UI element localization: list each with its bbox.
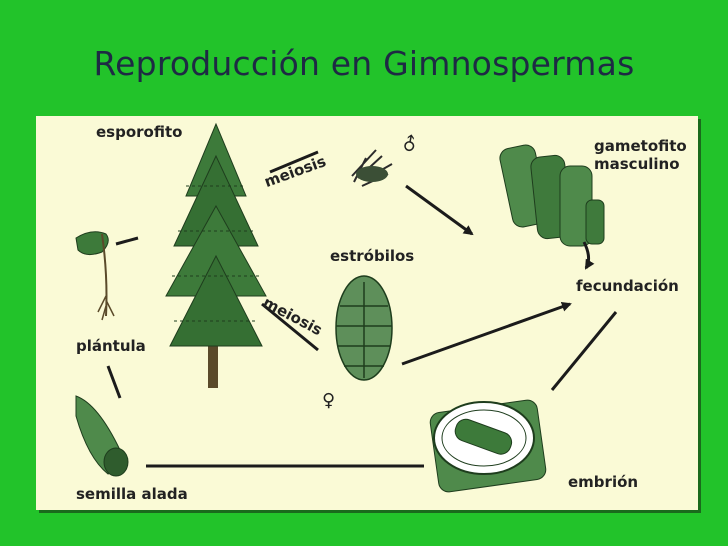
label-female-symbol: ♀ xyxy=(322,390,336,411)
label-esporofito: esporofito xyxy=(96,123,183,141)
label-semilla-alada: semilla alada xyxy=(76,485,188,503)
diagram-panel: esporofito meiosis ♂ gametofito masculin… xyxy=(36,116,698,510)
cycle-arrows xyxy=(106,150,618,468)
male-cone-icon xyxy=(351,149,393,187)
winged-seed-icon xyxy=(75,395,129,477)
slide-title: Reproducción en Gimnospermas xyxy=(93,44,635,83)
arrow-esporofito-to-meiosis-mid xyxy=(261,302,319,352)
label-plantula: plántula xyxy=(76,337,146,355)
arrow-esporofito-to-meiosis xyxy=(269,150,319,174)
arrow-female-cone-to-fecundacion xyxy=(401,301,572,366)
label-masculino: masculino xyxy=(594,155,680,173)
embryo-seed-icon xyxy=(429,399,547,493)
label-estrobilos: estróbilos xyxy=(330,247,415,265)
label-gametofito: gametofito xyxy=(594,137,687,155)
arrow-male-cone-to-gametophyte xyxy=(405,184,474,236)
female-cone-icon xyxy=(335,275,393,381)
arrow-seed-to-plantula xyxy=(106,365,122,399)
label-embrion: embrión xyxy=(568,473,639,491)
arrow-fecundacion-to-embryo xyxy=(550,311,618,391)
seedling-icon xyxy=(75,231,115,321)
arrow-plantula-to-esporofito xyxy=(115,236,139,246)
life-cycle-diagram xyxy=(75,122,618,493)
male-gametophyte-icon xyxy=(499,144,605,247)
label-fecundacion: fecundación xyxy=(576,277,679,295)
arrow-gametophyte-to-fecundacion xyxy=(582,241,595,270)
sporophyte-tree-icon xyxy=(165,122,267,388)
